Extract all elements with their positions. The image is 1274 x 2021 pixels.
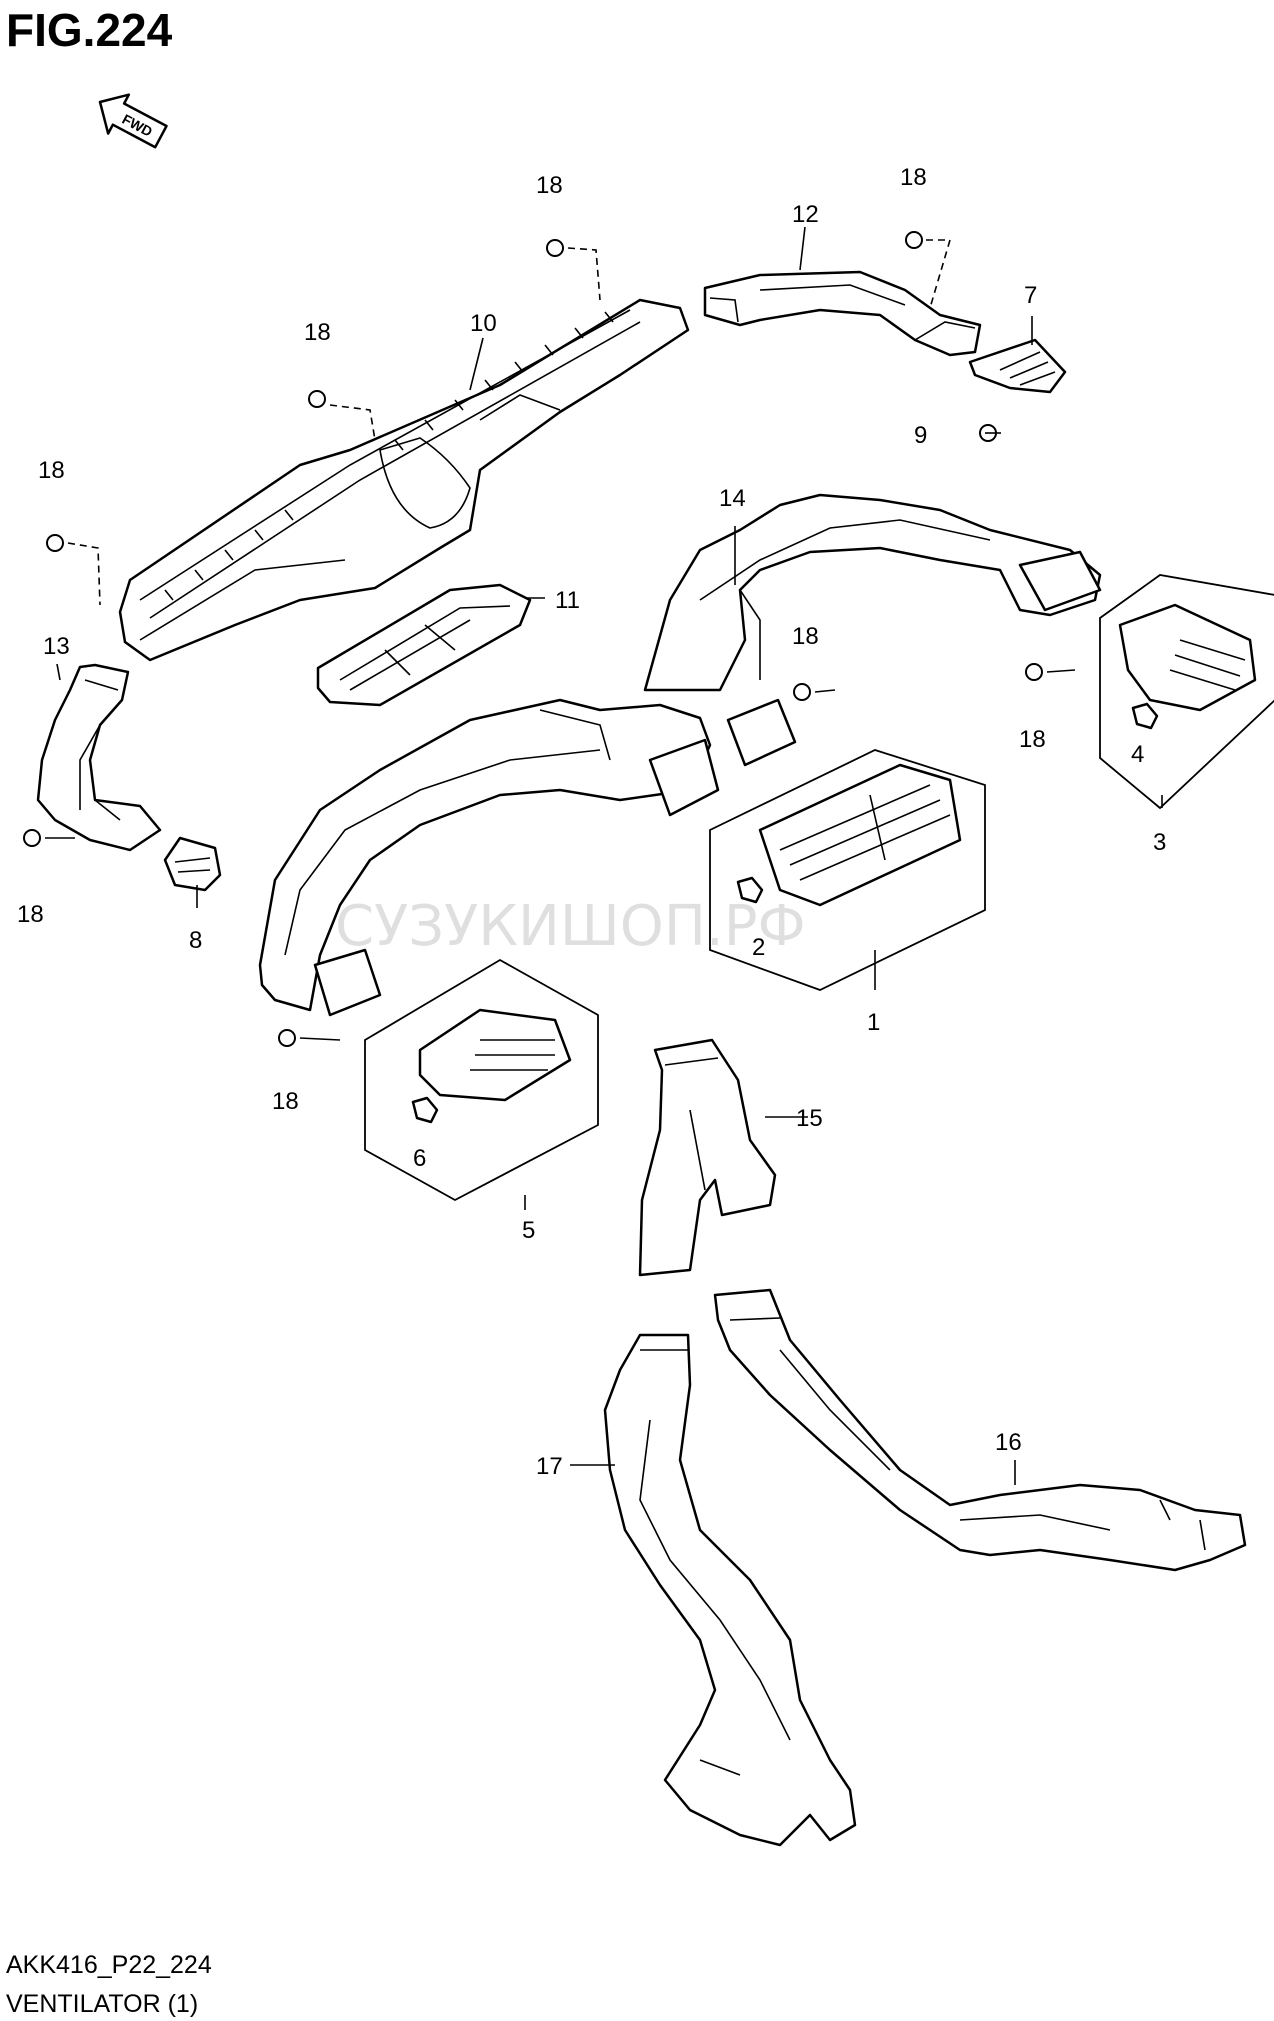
callout-5: 5 xyxy=(522,1217,535,1244)
part-16-floor-duct xyxy=(713,1288,1247,1572)
callout-12: 12 xyxy=(792,201,819,228)
callout-18c: 18 xyxy=(38,457,65,484)
callout-6: 6 xyxy=(413,1145,426,1172)
part-12-right-duct xyxy=(703,270,982,357)
callout-3: 3 xyxy=(1153,829,1166,856)
callout-10: 10 xyxy=(470,310,497,337)
figure-code: AKK416_P22_224 xyxy=(6,1951,212,1979)
callout-9: 9 xyxy=(914,422,927,449)
callout-18f: 18 xyxy=(1019,726,1046,753)
callout-18b: 18 xyxy=(304,319,331,346)
part-8-vent xyxy=(163,836,222,892)
part-5-left-vent xyxy=(364,958,599,1202)
part-7-vent xyxy=(968,338,1067,394)
leader-lines xyxy=(45,226,1163,1485)
callout-18d: 18 xyxy=(900,164,927,191)
screw-icons xyxy=(23,231,1043,1047)
callout-18h: 18 xyxy=(272,1088,299,1115)
callout-13: 13 xyxy=(43,633,70,660)
callout-18a: 18 xyxy=(536,172,563,199)
callout-18e: 18 xyxy=(792,623,819,650)
callout-15: 15 xyxy=(796,1105,823,1132)
callout-11: 11 xyxy=(555,587,580,614)
callouts: 1 2 3 4 5 6 7 8 9 10 11 12 13 14 15 16 1… xyxy=(17,164,1166,1480)
part-1-center-vent xyxy=(709,749,986,991)
callout-16: 16 xyxy=(995,1429,1022,1456)
part-10-upper-duct xyxy=(118,298,690,662)
callout-8: 8 xyxy=(189,927,202,954)
duct-10-ribs xyxy=(164,311,614,601)
part-17-floor-duct xyxy=(603,1333,857,1847)
callout-2: 2 xyxy=(752,934,765,961)
callout-18g: 18 xyxy=(17,901,44,928)
callout-17: 17 xyxy=(536,1453,563,1480)
callout-4: 4 xyxy=(1131,741,1144,768)
main-dash-duct xyxy=(258,550,1102,1017)
part-3-right-vent xyxy=(1099,574,1274,810)
part-14-main-duct xyxy=(643,493,1102,692)
figure-name: VENTILATOR (1) xyxy=(6,1990,198,2018)
clip-icons xyxy=(411,702,1159,1124)
part-15-duct xyxy=(638,1038,777,1277)
callout-7: 7 xyxy=(1024,282,1037,309)
figure-title: FIG.224 xyxy=(6,4,173,56)
callout-14: 14 xyxy=(719,485,746,512)
watermark: СУЗУКИШОП.РФ xyxy=(335,894,806,959)
part-13-left-duct xyxy=(36,663,162,852)
part-11-panel xyxy=(316,583,532,707)
callout-1: 1 xyxy=(867,1009,880,1036)
fwd-arrow-icon: FWD xyxy=(98,93,168,149)
